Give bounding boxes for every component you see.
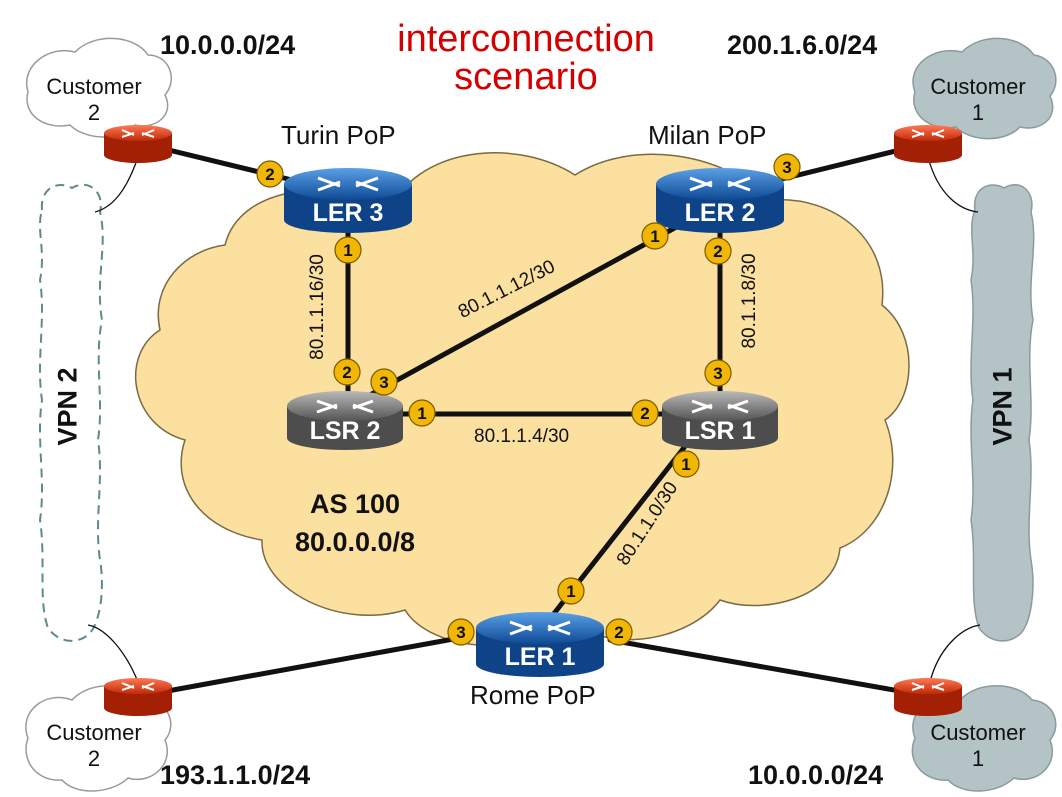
customer-cloud-top-left	[25, 37, 173, 138]
svg-text:3: 3	[713, 364, 722, 383]
as-prefix: 80.0.0.0/8	[294, 527, 416, 557]
ce-router-bottom-left	[104, 678, 172, 716]
svg-text:1: 1	[681, 455, 690, 474]
router-ler1-label: LER 1	[505, 643, 576, 671]
svg-text:2: 2	[342, 363, 351, 382]
svg-text:1: 1	[417, 404, 426, 423]
pop-label-milan: Milan PoP	[648, 120, 767, 150]
subnet-ler3-lsr2: 80.1.1.16/30	[307, 254, 328, 360]
router-lsr2[interactable]: LSR 2	[287, 391, 403, 450]
router-ler3-label: LER 3	[313, 199, 384, 227]
title-line2: scenario	[454, 56, 598, 98]
svg-text:3: 3	[379, 373, 388, 392]
router-lsr2-label: LSR 2	[310, 417, 381, 445]
network-top-left: 10.0.0.0/24	[160, 30, 296, 60]
svg-text:3: 3	[456, 623, 465, 642]
ce-vpn-attach-line	[927, 156, 979, 213]
router-ler2-label: LER 2	[685, 199, 756, 227]
ce-vpn-attach-line	[929, 624, 981, 683]
ce-vpn-attach-line	[94, 156, 139, 213]
router-ler2[interactable]: LER 2	[656, 168, 784, 233]
customer-cloud-top-right	[912, 37, 1057, 140]
network-bottom-left: 193.1.1.0/24	[160, 760, 311, 790]
router-lsr1[interactable]: LSR 1	[662, 391, 778, 450]
link-ce-ler1-left	[137, 633, 473, 699]
as-cloud	[134, 152, 910, 647]
network-bottom-right: 10.0.0.0/24	[748, 760, 884, 790]
svg-text:2: 2	[614, 623, 623, 642]
subnet-ler2-lsr1: 80.1.1.8/30	[739, 253, 760, 349]
router-lsr1-label: LSR 1	[685, 417, 756, 445]
pop-label-turin: Turin PoP	[281, 120, 396, 150]
subnet-lsr2-lsr1: 80.1.1.4/30	[474, 426, 570, 447]
network-top-right: 200.1.6.0/24	[727, 30, 878, 60]
svg-text:2: 2	[713, 242, 722, 261]
pop-label-rome: Rome PoP	[470, 680, 596, 710]
port-badge: 2 1 2 3 1 1 2 3 3 2 1 1 3 2	[256, 153, 801, 646]
svg-text:2: 2	[265, 165, 274, 184]
diagram-title: interconnection scenario	[366, 20, 686, 96]
svg-text:3: 3	[782, 158, 791, 177]
router-ler1[interactable]: LER 1	[476, 612, 604, 677]
as-name: AS 100	[309, 489, 401, 519]
svg-text:1: 1	[343, 241, 352, 260]
ce-router-bottom-right	[894, 678, 962, 716]
link-ler1-ce-right	[607, 637, 931, 699]
svg-text:1: 1	[566, 582, 575, 601]
vpn1-cloud	[970, 183, 1035, 642]
link-lsr2-ler2	[367, 222, 683, 398]
vpn2-cloud	[38, 183, 104, 642]
svg-text:1: 1	[650, 227, 659, 246]
vpn-label-left: VPN 2	[52, 367, 83, 446]
ce-router-top-left	[104, 125, 172, 163]
svg-text:2: 2	[640, 404, 649, 423]
title-line1: interconnection	[397, 18, 655, 60]
as-label: AS 100 80.0.0.0/8	[255, 485, 455, 561]
ce-vpn-attach-line	[87, 624, 139, 683]
vpn-label-right: VPN 1	[987, 367, 1018, 446]
ce-router-top-right	[894, 125, 962, 163]
router-ler3[interactable]: LER 3	[284, 168, 412, 233]
